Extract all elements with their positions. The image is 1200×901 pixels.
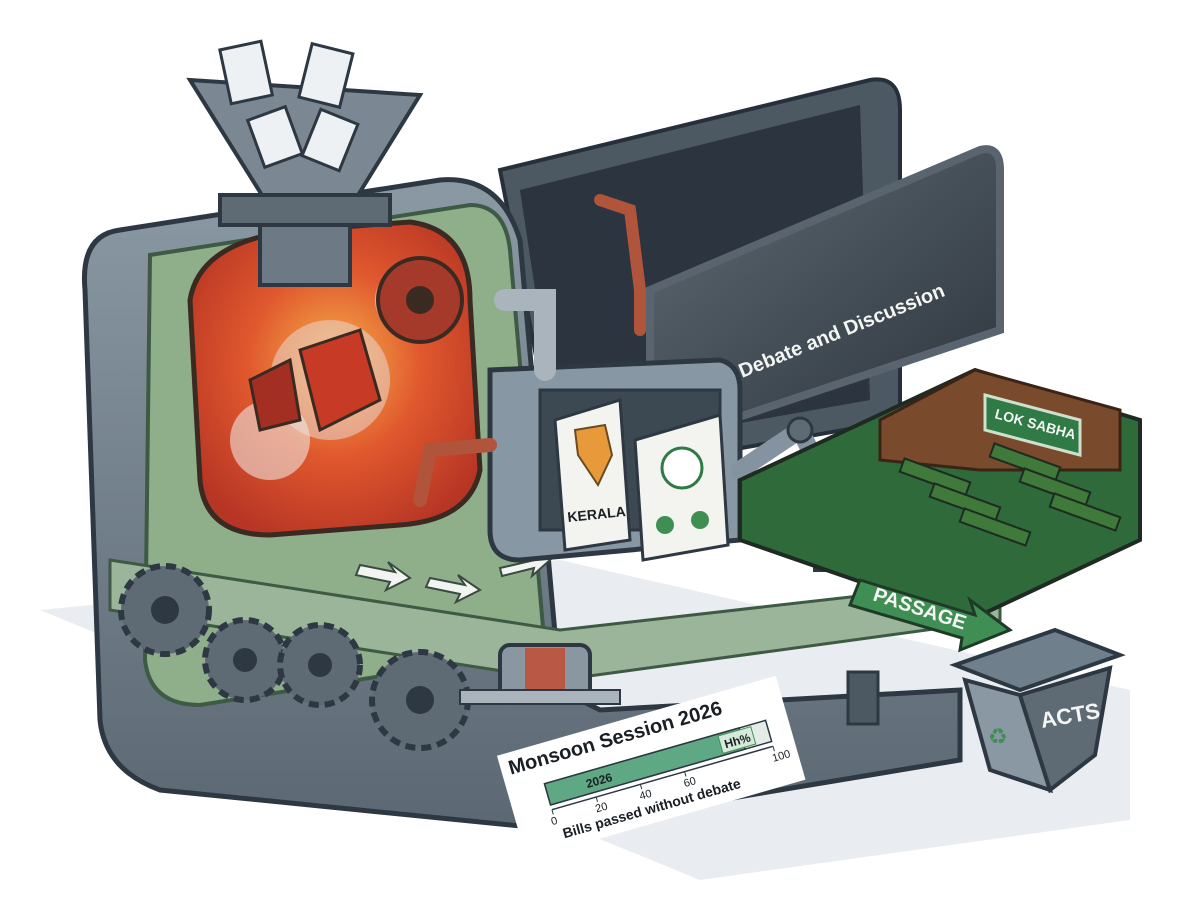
crushing-chamber bbox=[187, 219, 483, 538]
gear-icon bbox=[369, 649, 471, 751]
debate-screen: Debate and Discussion bbox=[646, 145, 1004, 437]
emblem-icon bbox=[660, 446, 704, 490]
pipes bbox=[413, 194, 646, 507]
x-tick-mark bbox=[684, 771, 687, 777]
x-tick-label: 60 bbox=[682, 775, 697, 790]
x-tick-mark bbox=[595, 796, 599, 802]
bill-kerala: KERALA bbox=[553, 398, 632, 552]
gear-icon bbox=[277, 622, 363, 708]
x-tick-label: 40 bbox=[638, 788, 653, 803]
chart-card: Monsoon Session 2026 2026 Hh% 0204060100… bbox=[496, 675, 806, 860]
arrow-icon bbox=[354, 549, 552, 605]
gear-icon bbox=[118, 563, 212, 657]
passage-arrow: PASSAGE bbox=[847, 578, 1014, 653]
press-housing: KERALA bbox=[487, 357, 743, 563]
gauge-panel bbox=[846, 670, 880, 726]
lok-sabha-chamber: LOK SABHA bbox=[738, 367, 1142, 623]
document-icon bbox=[218, 39, 360, 173]
x-tick-label: 0 bbox=[550, 815, 559, 828]
india-map-icon bbox=[573, 423, 614, 488]
intake-hopper bbox=[186, 39, 424, 287]
bill-emblem bbox=[633, 413, 730, 562]
x-tick-mark bbox=[639, 784, 643, 790]
x-axis-ticks: 0 20 40 60 100 bbox=[550, 746, 792, 828]
gear-icon bbox=[376, 256, 464, 344]
x-tick-mark bbox=[551, 809, 554, 815]
bill-state-label: KERALA bbox=[567, 503, 627, 525]
x-tick-label: 20 bbox=[594, 801, 609, 816]
gear-icon bbox=[202, 617, 288, 703]
acts-bin: ♻ ACTS bbox=[949, 627, 1126, 794]
x-tick-label: 100 bbox=[771, 748, 792, 765]
benches bbox=[898, 442, 1122, 547]
x-tick-mark bbox=[772, 746, 775, 752]
lower-machinery bbox=[118, 563, 621, 751]
recycle-icon: ♻ bbox=[988, 724, 1008, 749]
